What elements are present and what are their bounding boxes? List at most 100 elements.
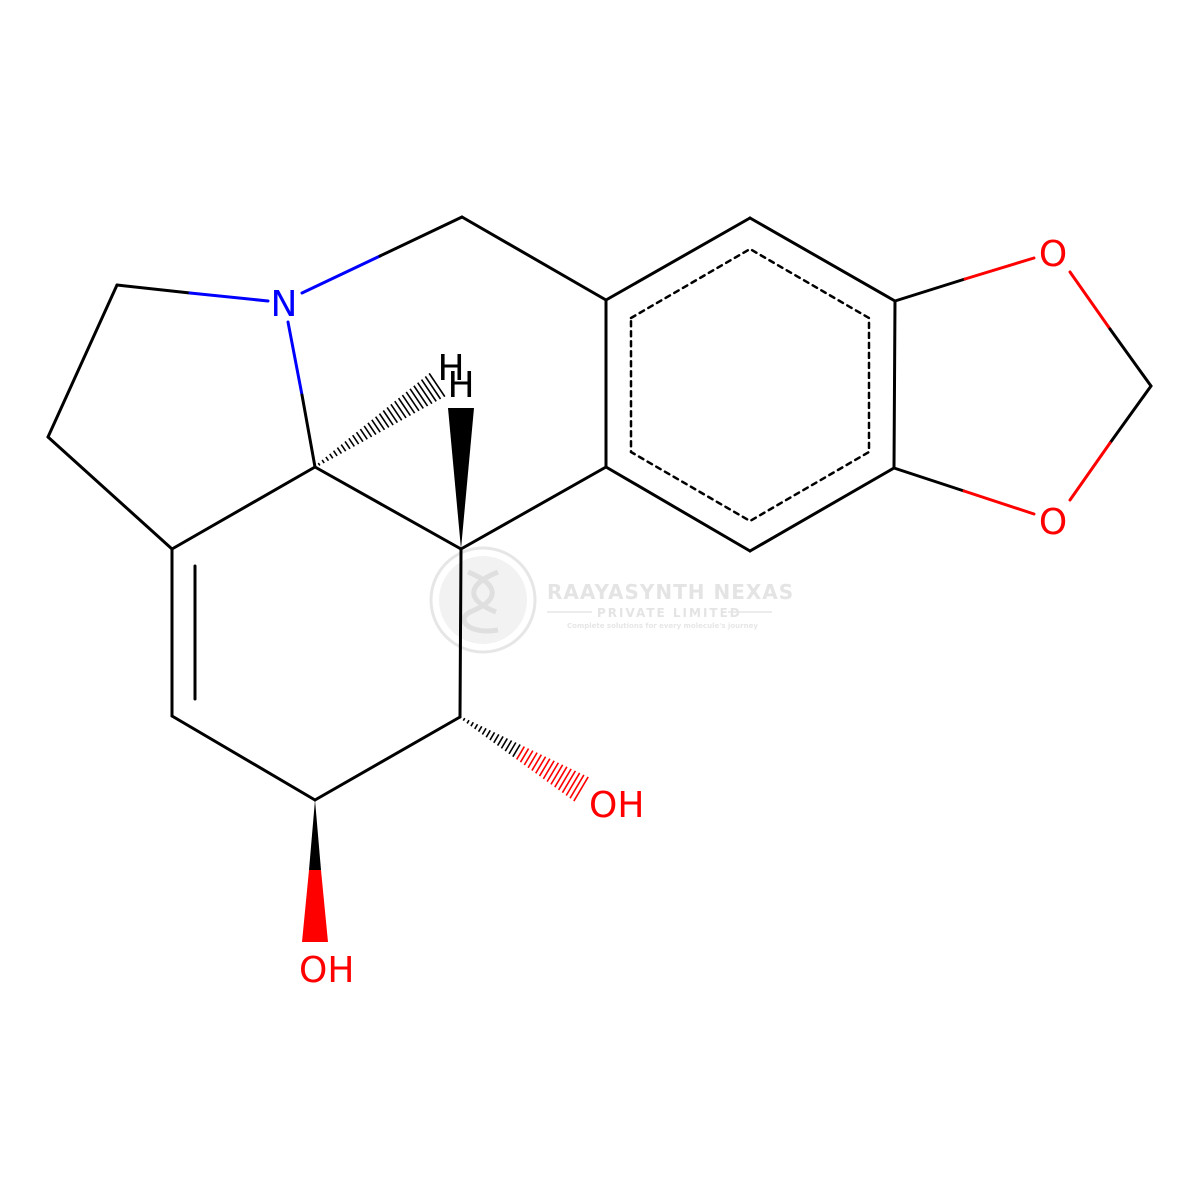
hash-line <box>344 440 351 450</box>
hash-line <box>329 453 334 459</box>
bond-ar-4 <box>892 299 897 470</box>
hash-line <box>527 752 538 769</box>
hash-line <box>374 416 386 431</box>
hash-line <box>538 758 551 777</box>
atom-label-oxygen-bottom: O <box>1039 502 1067 543</box>
bond-c7-c8 <box>458 547 463 719</box>
atom-label-hydroxyl-bottom: OH <box>299 950 354 991</box>
bond-c1-n-black <box>115 283 192 295</box>
hash-line <box>367 422 377 436</box>
atom-label-hydroxyl-right: OH <box>589 785 644 826</box>
hash-line <box>382 410 394 426</box>
hash-line <box>554 766 568 788</box>
aromatic-ring-dashed <box>629 247 871 523</box>
hash-line <box>546 762 560 783</box>
hash-line <box>462 717 466 722</box>
hash-line <box>363 425 373 438</box>
bond-c8-ar <box>459 465 608 551</box>
hash-line <box>508 742 517 755</box>
hash-line <box>336 447 343 455</box>
bond-ch2-o-bot-red <box>1068 441 1112 502</box>
bonds <box>46 215 1153 802</box>
watermark-subtitle: PRIVATE LIMITED <box>597 606 742 620</box>
hash-line <box>523 750 534 766</box>
bond-n-c4-black <box>300 393 317 469</box>
hash-line <box>428 372 446 398</box>
bond-ar-o-top-black <box>893 277 967 303</box>
bond-ar-o-bot-black <box>892 466 966 493</box>
hash-line <box>535 756 547 774</box>
hash-line <box>561 770 577 794</box>
hash-line <box>550 764 564 785</box>
hash-line <box>569 774 585 799</box>
hash-line <box>405 391 420 412</box>
hash-line <box>504 740 513 752</box>
atom-label-nitrogen: N <box>271 284 298 325</box>
hash-line <box>317 462 321 466</box>
bond-o-top-ch2-red <box>1068 270 1112 331</box>
atom-label-oxygen-top: O <box>1039 234 1067 275</box>
hash-line <box>496 736 504 746</box>
hash-line <box>332 450 338 457</box>
bond-ar-6 <box>604 465 752 553</box>
wedge-bond-oh-black <box>309 800 321 870</box>
atom-label-hydrogen-a: H <box>437 348 464 389</box>
atom-label-hydrogen-b: H <box>447 365 474 406</box>
hashed-bond-oh <box>458 715 589 802</box>
hash-line <box>348 437 355 447</box>
bond-c5-c6 <box>170 714 317 802</box>
hash-line <box>378 413 390 428</box>
watermark-helix-icon <box>461 569 499 634</box>
hash-line <box>413 385 429 407</box>
hash-line <box>531 754 543 771</box>
hash-line <box>371 419 381 433</box>
hash-line <box>573 776 589 802</box>
bond-c1-n-blue <box>188 291 270 303</box>
hash-line <box>519 748 530 763</box>
hash-line <box>359 428 368 440</box>
hash-line <box>512 744 521 758</box>
bond-ar-3 <box>748 216 897 303</box>
hash-line <box>401 394 416 414</box>
hash-line <box>424 376 442 400</box>
hash-line <box>386 406 399 424</box>
hash-line <box>565 772 581 796</box>
bond-ar-2 <box>604 216 752 302</box>
hash-line <box>417 382 433 405</box>
hash-line <box>489 731 496 741</box>
hash-line <box>352 434 360 445</box>
hash-line <box>394 400 407 419</box>
hash-line <box>458 715 462 719</box>
bond-ar-o-top-red <box>963 256 1036 281</box>
bond-n-ch2-blue <box>300 254 382 295</box>
hash-line <box>477 725 483 733</box>
bond-ar-o-bot-red <box>962 489 1036 516</box>
hash-line <box>313 465 317 469</box>
bond-c8-c4 <box>313 465 463 551</box>
watermark-tagline: Complete solutions for every molecule's … <box>567 622 758 630</box>
hash-line <box>542 760 555 780</box>
hash-line <box>420 379 437 402</box>
hash-line <box>500 738 509 749</box>
bond-o-top-ch2-black <box>1108 327 1153 388</box>
watermark-logo-icon <box>429 546 537 654</box>
hash-line <box>557 768 572 791</box>
hash-line <box>466 719 470 724</box>
hash-line <box>493 733 500 744</box>
hash-line <box>474 723 479 730</box>
watermark-company: RAAYASYNTH NEXAS <box>547 580 794 604</box>
bond-n-ch2-black <box>378 215 464 258</box>
hash-line <box>409 388 424 409</box>
wedge-bond-oh-red <box>302 870 328 942</box>
bond-ar-5 <box>748 466 896 553</box>
bond-ch2-ar <box>460 215 608 302</box>
atom-labels: N O O H H OH OH <box>271 234 1068 991</box>
watermark-helix-strand <box>471 569 499 615</box>
bond-c2-c3 <box>46 435 174 551</box>
hashed-bond-h <box>313 372 446 469</box>
hash-line <box>340 444 347 452</box>
bond-c1-c2 <box>46 283 119 439</box>
bond-c6-c7 <box>313 715 462 802</box>
